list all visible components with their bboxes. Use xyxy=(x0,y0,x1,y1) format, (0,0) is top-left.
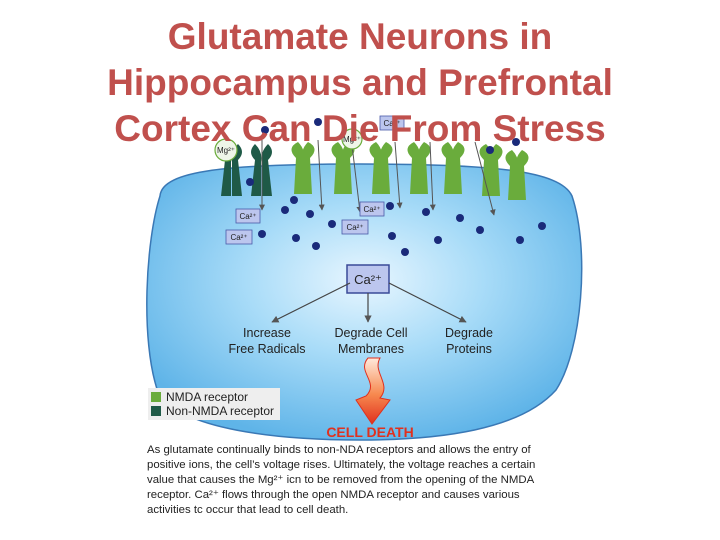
ion-flow-lines xyxy=(259,139,496,216)
mg-ion-left: Mg²⁺ xyxy=(214,138,238,162)
title-line-2: Hippocampus and Prefrontal xyxy=(107,62,613,103)
ca-ion-inside-3-label: Ca²⁺ xyxy=(363,205,380,214)
diagram-caption: As glutamate continually binds to non-ND… xyxy=(147,443,587,518)
effect-radicals-line2: Free Radicals xyxy=(228,342,305,356)
mg-ion-center: Mg²⁺ xyxy=(341,128,363,150)
ca-center-label: Ca²⁺ xyxy=(354,272,382,287)
legend-label-nmda: NMDA receptor xyxy=(166,390,249,404)
effect-radicals-line1: Increase xyxy=(243,326,291,340)
caption-line-3: value that causes the Mg²⁺ icn to be rem… xyxy=(147,474,535,486)
ca-ion-inside-1: Ca²⁺ xyxy=(235,208,261,224)
legend-item-nmda: NMDA receptor xyxy=(151,390,277,404)
effect-proteins-line2: Proteins xyxy=(446,342,492,356)
effect-membranes-line2: Membranes xyxy=(338,342,404,356)
ca-ion-inside-2: Ca²⁺ xyxy=(225,229,253,245)
ca-ion-inside-4-label: Ca²⁺ xyxy=(346,223,363,232)
cell-death-arrow xyxy=(355,357,391,425)
caption-line-1: As glutamate continually binds to non-ND… xyxy=(147,444,531,456)
mg-ion-left-label: Mg²⁺ xyxy=(217,146,235,155)
legend: NMDA receptor Non-NMDA receptor xyxy=(148,388,280,420)
ca-ion-inside-1-label: Ca²⁺ xyxy=(239,212,256,221)
receptor-nmda-1 xyxy=(291,142,315,194)
legend-swatch-non-nmda xyxy=(151,406,161,416)
ca-ion-inside-4: Ca²⁺ xyxy=(341,219,369,235)
caption-line-2: positive ions, the cell’s voltage rises.… xyxy=(147,459,536,471)
receptor-nmda-3 xyxy=(369,142,393,194)
legend-item-non-nmda: Non-NMDA receptor xyxy=(151,404,277,418)
caption-line-4: receptor. Ca²⁺ flows through the open NM… xyxy=(147,489,520,501)
receptor-nmda-5 xyxy=(441,142,465,194)
ca-center-box: Ca²⁺ xyxy=(346,264,390,294)
legend-label-non-nmda: Non-NMDA receptor xyxy=(166,404,275,418)
title-line-1: Glutamate Neurons in xyxy=(167,16,553,57)
receptor-nmda-7 xyxy=(505,150,529,200)
page-title: Glutamate Neurons in Hippocampus and Pre… xyxy=(0,14,720,152)
title-line-3: Cortex Can Die From Stress xyxy=(114,108,606,149)
ion-dots xyxy=(246,118,546,256)
legend-swatch-nmda xyxy=(151,392,161,402)
effect-membranes-line1: Degrade Cell xyxy=(335,326,408,340)
cell-death-label: CELL DEATH xyxy=(326,424,414,440)
effect-proteins-line1: Degrade xyxy=(445,326,493,340)
ca-ion-inside-2-label: Ca²⁺ xyxy=(230,233,247,242)
caption-line-5: activities tc occur that lead to cell de… xyxy=(147,504,349,516)
mg-ion-center-label: Mg²⁺ xyxy=(343,135,361,144)
ca-ion-top-label: Ca²⁺ xyxy=(383,119,400,128)
receptor-nmda-2 xyxy=(331,142,355,194)
ca-ion-top: Ca²⁺ xyxy=(379,115,405,131)
effect-arrows xyxy=(271,282,467,323)
receptor-nmda-6 xyxy=(479,144,503,196)
ca-ion-inside-3: Ca²⁺ xyxy=(359,201,385,217)
receptor-nmda-4 xyxy=(407,142,431,194)
